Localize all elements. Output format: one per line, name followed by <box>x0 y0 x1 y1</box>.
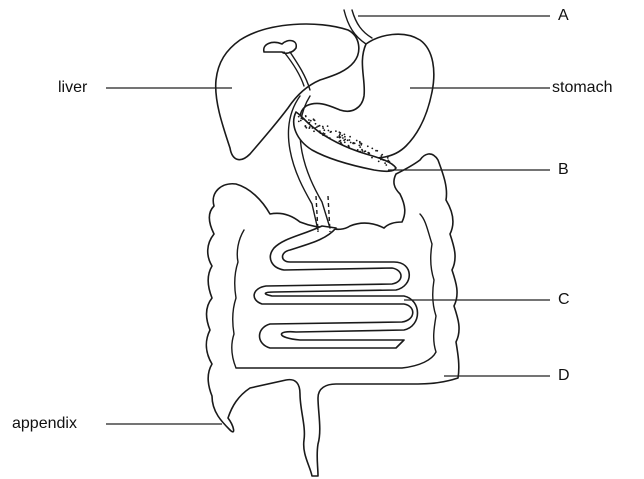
stipple-dot <box>316 126 318 128</box>
stipple-dot <box>349 139 351 141</box>
stipple-dot <box>315 123 317 125</box>
stipple-dot <box>304 125 306 127</box>
label-a: A <box>558 7 569 25</box>
stipple-dot <box>309 122 311 124</box>
stipple-dot <box>359 146 361 148</box>
stipple-dot <box>322 127 324 129</box>
stipple-dot <box>313 130 315 132</box>
stipple-dot <box>326 135 328 137</box>
stipple-dot <box>350 142 352 144</box>
stipple-dot <box>338 135 340 137</box>
stipple-dot <box>359 142 361 144</box>
stipple-dot <box>387 155 389 157</box>
stipple-dot <box>358 145 360 147</box>
stipple-dot <box>385 164 387 166</box>
stipple-dot <box>367 145 369 147</box>
stipple-dot <box>375 150 377 152</box>
stipple-dot <box>356 140 358 142</box>
stipple-dot <box>330 131 332 133</box>
stipple-dot <box>310 120 312 122</box>
stipple-dot <box>313 118 315 120</box>
stipple-dot <box>378 161 380 163</box>
stipple-dot <box>306 127 308 129</box>
stipple-dot <box>329 137 331 139</box>
stipple-dot <box>337 136 339 138</box>
stipple-dot <box>299 114 301 116</box>
stipple-dot <box>382 159 384 161</box>
stipple-dot <box>308 119 310 121</box>
stipple-dot <box>312 127 314 129</box>
stipple-dot <box>348 147 350 149</box>
stipple-dot <box>339 131 341 133</box>
stipple-dot <box>368 154 370 156</box>
stipple-dot <box>371 157 373 159</box>
stipple-dot <box>344 136 346 138</box>
stipple-dot <box>322 126 324 128</box>
stipple-dot <box>353 142 355 144</box>
stipple-dot <box>362 150 364 152</box>
stipple-dot <box>335 130 337 132</box>
stipple-dot <box>323 132 325 134</box>
stipple-dot <box>361 143 363 145</box>
stipple-dot <box>344 141 346 143</box>
stipple-dot <box>359 151 361 153</box>
stipple-dot <box>298 116 300 118</box>
stipple-dot <box>380 159 382 161</box>
stipple-dot <box>305 116 307 118</box>
stipple-dot <box>387 160 389 162</box>
stipple-dot <box>387 157 389 159</box>
stipple-dot <box>319 130 321 132</box>
label-c: C <box>558 291 570 309</box>
stipple-dot <box>349 136 351 138</box>
stipple-dot <box>300 120 302 122</box>
stipple-dot <box>340 140 342 142</box>
stipple-dot <box>328 130 330 132</box>
stipple-dot <box>344 134 346 136</box>
stipple-dot <box>341 144 343 146</box>
stipple-dot <box>371 148 373 150</box>
stomach-label: stomach <box>552 79 612 97</box>
stipple-dot <box>367 152 369 154</box>
stipple-dot <box>342 137 344 139</box>
stipple-dot <box>347 139 349 141</box>
stipple-dot <box>365 150 367 152</box>
label-d: D <box>558 367 570 385</box>
label-b: B <box>558 161 569 179</box>
large-intestine <box>206 154 459 476</box>
stipple-dot <box>302 118 304 120</box>
stipple-dot <box>298 121 300 123</box>
stipple-dot <box>341 135 343 137</box>
liver-label: liver <box>58 79 87 97</box>
appendix-label: appendix <box>12 415 77 433</box>
stipple-dot <box>357 149 359 151</box>
stipple-dot <box>308 127 310 129</box>
stipple-dot <box>380 155 382 157</box>
stipple-dot <box>300 117 302 119</box>
stipple-dot <box>384 162 386 164</box>
stipple-dot <box>314 127 316 129</box>
stipple-dot <box>319 125 321 127</box>
stipple-dot <box>327 125 329 127</box>
stipple-dot <box>322 134 324 136</box>
stipple-dot <box>323 129 325 131</box>
stipple-dot <box>344 139 346 141</box>
